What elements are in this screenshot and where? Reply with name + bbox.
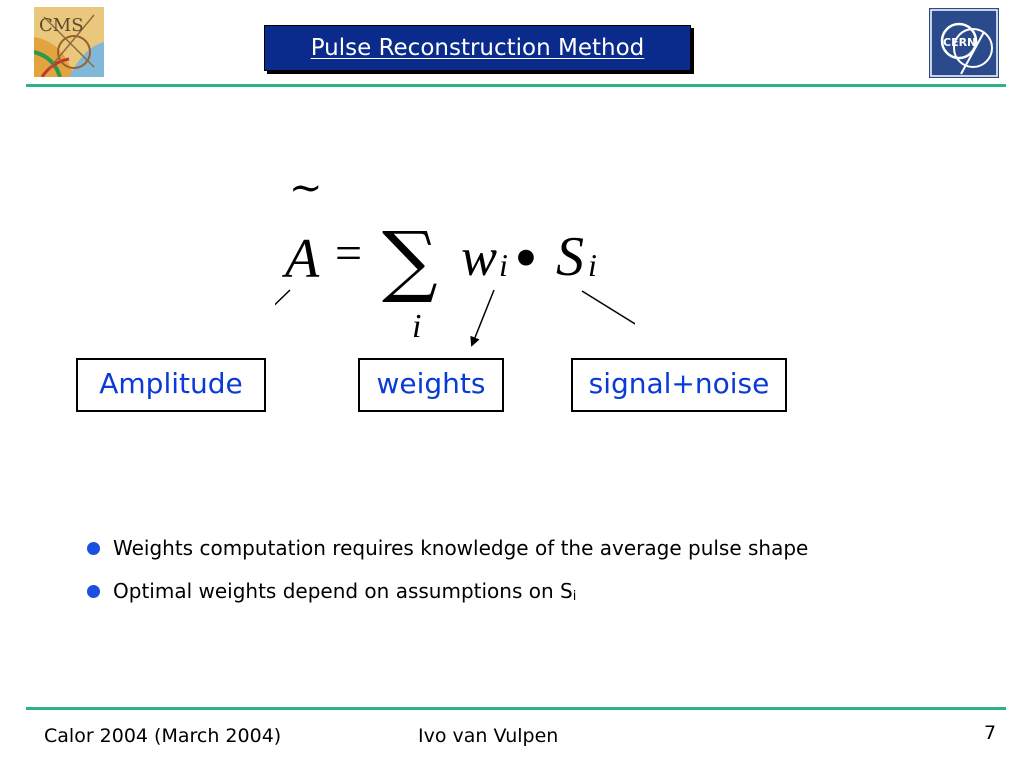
bullet-text: Weights computation requires knowledge o… — [113, 536, 809, 560]
amplitude-symbol: A — [281, 228, 320, 290]
cms-logo-icon: CMS — [34, 7, 104, 77]
signal-symbol: S — [556, 226, 584, 288]
bullet-subscript: i — [572, 588, 577, 604]
footer-author: Ivo van Vulpen — [418, 725, 559, 747]
arrow-to-weights — [470, 289, 495, 347]
tilde-accent: ~ — [289, 165, 323, 211]
arrow-to-amplitude — [275, 289, 291, 306]
weight-subscript: i — [499, 247, 508, 283]
cern-logo-text: CERN — [943, 36, 976, 49]
footer-conference: Calor 2004 (March 2004) — [44, 725, 282, 747]
bullet-item: Weights computation requires knowledge o… — [87, 536, 808, 560]
bullet-item: Optimal weights depend on assumptions on… — [87, 579, 577, 604]
title-box: Pulse Reconstruction Method — [264, 25, 691, 71]
signal-subscript: i — [588, 247, 597, 283]
slide-title: Pulse Reconstruction Method — [310, 35, 645, 61]
amplitude-label-box: Amplitude — [76, 358, 266, 412]
signal-noise-label-box: signal+noise — [571, 358, 787, 412]
footer-divider — [26, 707, 1006, 710]
bullet-text: Optimal weights depend on assumptions on… — [113, 579, 573, 603]
cms-logo-text: CMS — [39, 15, 84, 36]
equals-sign: = — [335, 227, 362, 280]
reconstruction-formula: ~ A = ∑ i w i • S i — [275, 165, 635, 347]
dot-operator: • — [510, 228, 542, 291]
header-divider — [26, 84, 1006, 87]
arrow-to-signal — [581, 290, 635, 325]
bullet-dot-icon — [87, 584, 100, 598]
bullet-dot-icon — [87, 541, 100, 555]
weights-label-box: weights — [358, 358, 504, 412]
slide-number: 7 — [984, 722, 997, 744]
weight-symbol: w — [461, 227, 497, 287]
cern-logo-icon: CERN — [929, 8, 999, 78]
sum-index: i — [412, 308, 421, 345]
sum-symbol: ∑ — [382, 216, 438, 306]
